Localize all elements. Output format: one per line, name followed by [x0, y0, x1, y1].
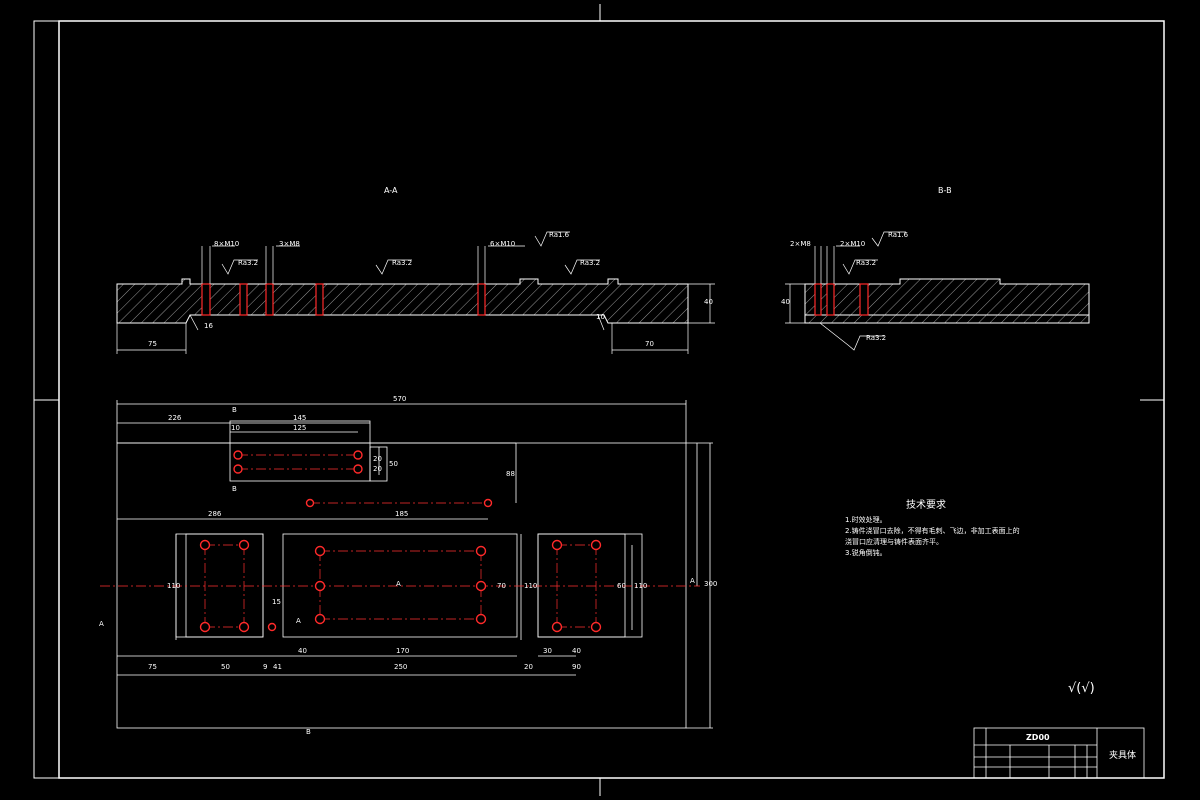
center-lines [100, 454, 700, 628]
dim-70: 70 [497, 582, 506, 590]
requirement-2: 2.铸件浇冒口去除，不得有毛刺、飞边，非加工表面上的 [845, 527, 1020, 535]
section-a-view [116, 231, 715, 354]
dim-110c: 110 [634, 582, 648, 590]
dim-a-hole: 16 [204, 322, 213, 330]
roughness-a4: Ra3.2 [580, 259, 601, 267]
dim-40b: 40 [572, 647, 581, 655]
roughness-a1: Ra3.2 [238, 259, 259, 267]
roughness-a3: Ra1.6 [549, 231, 570, 239]
dim-30: 30 [543, 647, 552, 655]
roughness-general-symbol: √(√) [1068, 681, 1095, 696]
roughness-b2: Ra3.2 [856, 259, 877, 267]
requirement-3: 浇冒口应清理与铸件表面齐平。 [845, 538, 943, 546]
dim-110b: 110 [524, 582, 538, 590]
dim-50b: 50 [221, 663, 230, 671]
requirement-1: 1.时效处理。 [845, 516, 887, 524]
roughness-b1: Ra1.6 [888, 231, 909, 239]
dim-286: 286 [208, 510, 222, 518]
callout-8xm10: 8×M10 [214, 240, 240, 248]
callout-3xm8: 3×M8 [279, 240, 300, 248]
section-b-view [785, 231, 1090, 351]
title-block-part-name: 夹具体 [1109, 751, 1137, 761]
plan-view [116, 400, 713, 729]
section-b-outline [804, 278, 1090, 316]
dim-170: 170 [396, 647, 410, 655]
marker-b-mid: B [306, 728, 311, 736]
dim-overall: 570 [393, 395, 407, 403]
title-block [973, 727, 1145, 779]
dim-300: 300 [704, 580, 718, 588]
section-b-title: B-B [938, 186, 952, 195]
dim-20c: 20 [524, 663, 533, 671]
dim-90: 90 [572, 663, 581, 671]
dim-226: 226 [168, 414, 182, 422]
marker-a-mid: A [396, 580, 401, 588]
marker-a-mid2: A [296, 617, 301, 625]
section-a-title: A-A [384, 186, 398, 195]
sheet-border [33, 20, 1165, 779]
roughness-b3: Ra3.2 [866, 334, 887, 342]
dim-60: 60 [617, 582, 626, 590]
dim-110a: 110 [167, 582, 181, 590]
dim-b-height: 40 [781, 298, 790, 306]
requirements-list: 1.时效处理。 2.铸件浇冒口去除，不得有毛刺、飞边，非加工表面上的 浇冒口应清… [845, 515, 1020, 559]
marker-b-top: B [232, 406, 237, 414]
marker-a-right: A [690, 577, 695, 585]
section-a-outline [116, 278, 689, 324]
dim-a-step: 10 [596, 313, 605, 321]
roughness-a2: Ra3.2 [392, 259, 413, 267]
dim-125: 125 [293, 424, 307, 432]
dim-a-right: 70 [645, 340, 654, 348]
dim-a-left: 75 [148, 340, 157, 348]
section-a-holes [201, 283, 486, 316]
marker-b-bottom: B [232, 485, 237, 493]
marker-a-left: A [99, 620, 104, 628]
callout-2xm8: 2×M8 [790, 240, 811, 248]
dim-40: 40 [298, 647, 307, 655]
requirements-title: 技术要求 [906, 500, 946, 511]
dim-20b: 20 [373, 465, 382, 473]
dim-88: 88 [506, 470, 515, 478]
dim-145: 145 [293, 414, 307, 422]
dim-250: 250 [394, 663, 408, 671]
dim-185: 185 [395, 510, 409, 518]
plan-holes [199, 450, 602, 633]
callout-2xm10: 2×M10 [840, 240, 866, 248]
dim-75: 75 [148, 663, 157, 671]
dim-50: 50 [389, 460, 398, 468]
dim-a-height: 40 [704, 298, 713, 306]
dim-10: 10 [231, 424, 240, 432]
dim-20a: 20 [373, 455, 382, 463]
callout-6xm10: 6×M10 [490, 240, 516, 248]
plan-outline [116, 442, 687, 729]
requirement-4: 3.锐角倒钝。 [845, 549, 887, 557]
dim-41: 41 [273, 663, 282, 671]
dim-9: 9 [263, 663, 268, 671]
title-block-code: ZD00 [1026, 733, 1050, 742]
dim-15: 15 [272, 598, 281, 606]
